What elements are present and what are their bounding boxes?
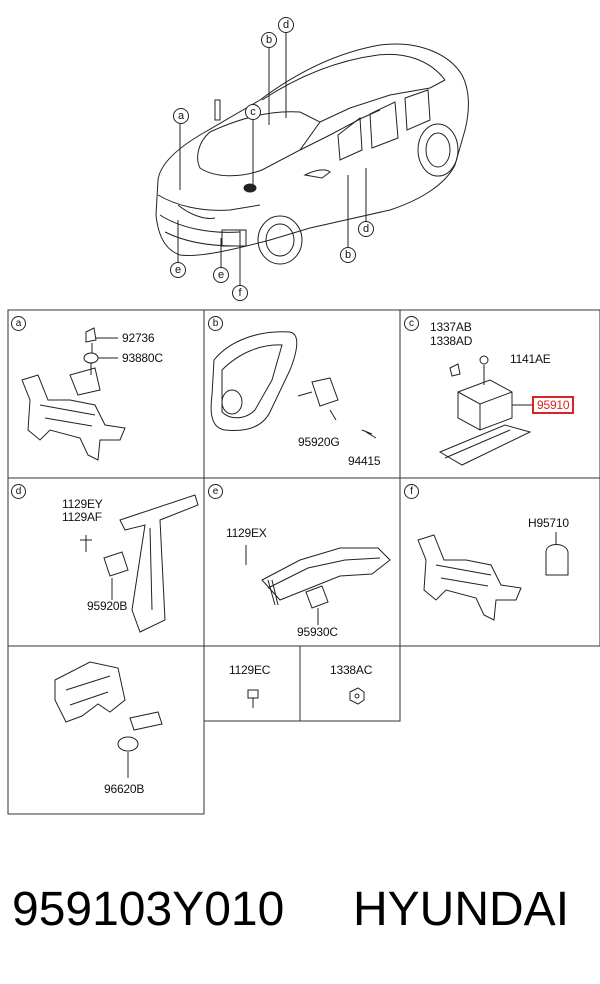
panel-c-drawing xyxy=(438,355,532,466)
footer-part-number: 959103Y010 xyxy=(12,883,285,936)
callout-f: f xyxy=(232,285,248,301)
panel-tag-a: a xyxy=(11,316,26,331)
part-label: H95710 xyxy=(528,516,569,530)
panel-tag-c: c xyxy=(404,316,419,331)
panel-i-drawing xyxy=(349,687,365,705)
panel-g-drawing xyxy=(54,661,163,778)
part-label: 1129EY xyxy=(62,497,103,511)
callout-e-left: e xyxy=(170,262,186,278)
part-label: 1129EC xyxy=(229,663,271,677)
footer-brand: HYUNDAI xyxy=(353,883,570,936)
panel-d-drawing xyxy=(80,494,199,633)
part-label: 95930C xyxy=(297,625,338,639)
part-label: 93880C xyxy=(122,351,163,365)
car-illustration xyxy=(155,33,469,286)
part-label: 95920B xyxy=(87,599,128,613)
panel-b-drawing xyxy=(210,331,377,439)
part-label: 1337AB xyxy=(430,320,472,334)
panel-e-drawing xyxy=(245,545,391,625)
panel-tag-f: f xyxy=(404,484,419,499)
callout-a: a xyxy=(173,108,189,124)
highlighted-part-label: 95910 xyxy=(532,396,575,414)
part-label: 92736 xyxy=(122,331,155,345)
panel-h-drawing xyxy=(247,689,259,708)
panel-tag-d: d xyxy=(11,484,26,499)
part-label: 1129AF xyxy=(62,510,102,524)
panel-f-drawing xyxy=(417,532,569,621)
part-label: 1141AE xyxy=(510,352,551,366)
callout-b-side: b xyxy=(340,247,356,263)
callout-d-top: d xyxy=(278,17,294,33)
callout-b-top: b xyxy=(261,32,277,48)
panel-tag-e: e xyxy=(208,484,223,499)
part-label: 1129EX xyxy=(226,526,267,540)
callout-d-side: d xyxy=(358,221,374,237)
callout-e-center: e xyxy=(213,267,229,283)
panel-a-drawing xyxy=(21,327,126,461)
part-label: 95920G xyxy=(298,435,340,449)
part-label: 1338AD xyxy=(430,334,473,348)
part-label: 1338AC xyxy=(330,663,373,677)
part-label: 94415 xyxy=(348,454,381,468)
part-label: 96620B xyxy=(104,782,145,796)
panel-tag-b: b xyxy=(208,316,223,331)
callout-c: c xyxy=(245,104,261,120)
panel-grid xyxy=(7,309,600,815)
